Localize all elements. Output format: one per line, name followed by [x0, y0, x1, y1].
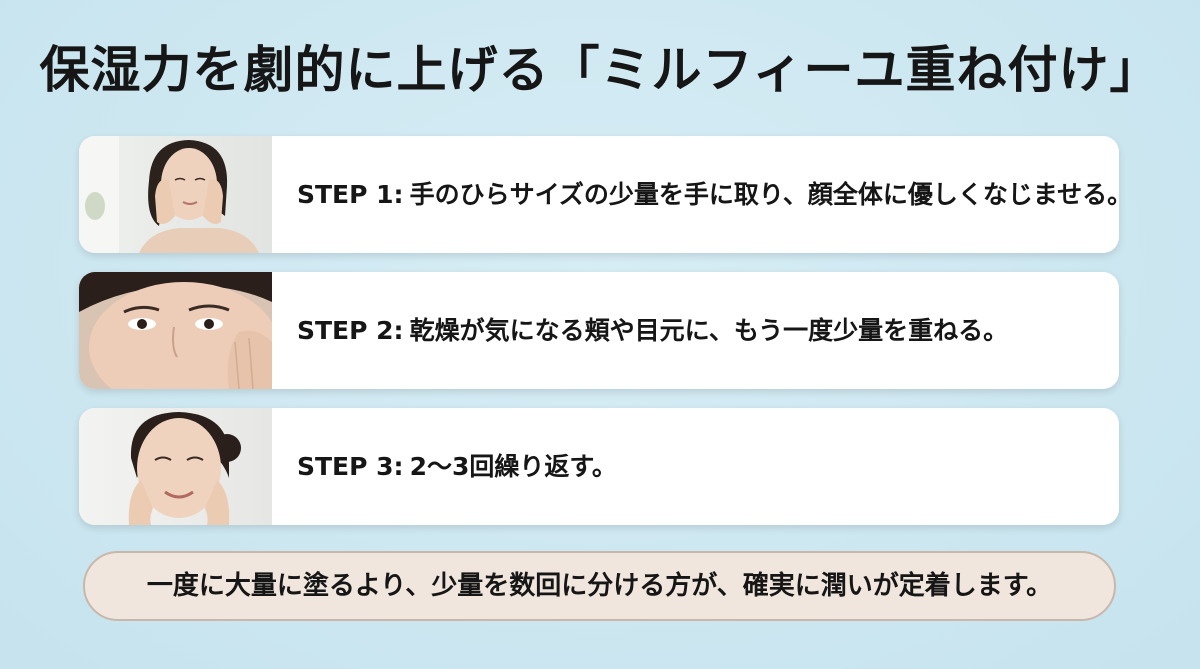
step-description: 2〜3回繰り返す。: [409, 452, 617, 481]
step-label: STEP 1:: [297, 180, 404, 209]
step-text-1: STEP 1:手のひらサイズの少量を手に取り、顔全体に優しくなじませる。: [297, 136, 1119, 253]
step-label: STEP 3:: [297, 452, 404, 481]
step-text-3: STEP 3:2〜3回繰り返す。: [297, 408, 617, 525]
step-description: 手のひらサイズの少量を手に取り、顔全体に優しくなじませる。: [409, 180, 1119, 209]
page-title: 保湿力を劇的に上げる「ミルフィーユ重ね付け」: [39, 41, 1161, 99]
tip-banner: 一度に大量に塗るより、少量を数回に分ける方が、確実に潤いが定着します。: [83, 551, 1116, 621]
woman-face-photo: [79, 136, 272, 253]
step-card-1: STEP 1:手のひらサイズの少量を手に取り、顔全体に優しくなじませる。: [79, 136, 1119, 253]
step-card-3: STEP 3:2〜3回繰り返す。: [79, 408, 1119, 525]
step-card-2: STEP 2:乾燥が気になる頬や目元に、もう一度少量を重ねる。: [79, 272, 1119, 389]
woman-smiling-photo: [79, 408, 272, 525]
step-text-2: STEP 2:乾燥が気になる頬や目元に、もう一度少量を重ねる。: [297, 272, 1008, 389]
step-description: 乾燥が気になる頬や目元に、もう一度少量を重ねる。: [409, 316, 1009, 345]
step-label: STEP 2:: [297, 316, 404, 345]
woman-eye-closeup-photo: [79, 272, 272, 389]
